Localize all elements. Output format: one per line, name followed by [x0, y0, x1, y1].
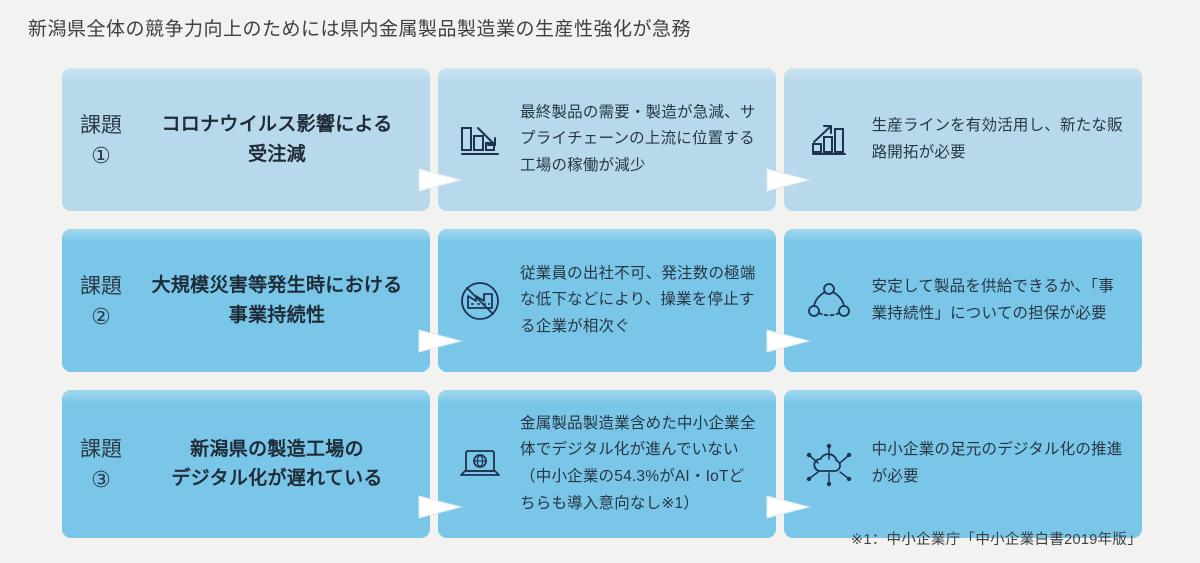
bar-chart-down-icon	[454, 114, 506, 166]
issue-detail-card-1[interactable]: 最終製品の需要・製造が急減、サプライチェーンの上流に位置する工場の稼働が減少	[438, 68, 776, 211]
issue-label-kanji: 課題	[80, 438, 122, 461]
issue-headline-card-2[interactable]: 課題 ② 大規模災害等発生時における 事業持続性	[62, 229, 431, 372]
bar-chart-up-icon	[800, 114, 858, 166]
issue-label-2: 課題 ②	[62, 274, 140, 328]
laptop-globe-icon	[454, 438, 506, 490]
issue-detail-text-1: 最終製品の需要・製造が急減、サプライチェーンの上流に位置する工場の稼働が減少	[520, 103, 756, 174]
page-title: 新潟県全体の競争力向上のためには県内金属製品製造業の生産性強化が急務	[28, 19, 692, 40]
issue-label-kanji: 課題	[80, 113, 122, 137]
issue-row-1: 課題 ① コロナウイルス影響による 受注減 最終製品の需要・製造が急減、サプライ	[62, 68, 1143, 211]
issue-label-number: ①	[91, 142, 111, 168]
issue-action-text-3: 中小企業の足元のデジタル化の推進が必要	[871, 441, 1123, 485]
issue-row-2: 課題 ② 大規模災害等発生時における 事業持続性 従業員の出社不可、発注数の極端…	[62, 229, 1143, 372]
issues-grid: 課題 ① コロナウイルス影響による 受注減 最終製品の需要・製造が急減、サプライ	[62, 68, 1143, 538]
footnote: ※1：中小企業庁「中小企業白書2019年版」	[850, 532, 1142, 548]
issue-detail-text-2: 従業員の出社不可、発注数の極端な低下などにより、操業を停止する企業が相次ぐ	[520, 264, 756, 335]
factory-prohibited-icon	[454, 275, 506, 327]
issue-headline-2: 大規模災害等発生時における 事業持続性	[140, 271, 430, 330]
issue-headline-line-1: コロナウイルス影響による	[161, 114, 393, 136]
issue-detail-card-3[interactable]: 金属製品製造業含めた中小企業全体でデジタル化が進んでいない（中小企業の54.3%…	[438, 390, 776, 538]
issue-label-number: ②	[91, 303, 111, 329]
issue-label-kanji: 課題	[80, 274, 122, 298]
issue-headline-card-1[interactable]: 課題 ① コロナウイルス影響による 受注減	[62, 68, 431, 211]
issue-headline-line-2: デジタル化が遅れている	[171, 468, 383, 489]
issue-row-3: 課題 ③ 新潟県の製造工場の デジタル化が遅れている 金属製品製造業含めた中小企…	[62, 390, 1143, 538]
issue-headline-card-3[interactable]: 課題 ③ 新潟県の製造工場の デジタル化が遅れている	[62, 390, 431, 538]
issue-detail-card-2[interactable]: 従業員の出社不可、発注数の極端な低下などにより、操業を停止する企業が相次ぐ	[438, 229, 776, 372]
cloud-iot-icon	[800, 438, 858, 490]
issue-label-3: 課題 ③	[62, 437, 140, 491]
issue-action-card-2[interactable]: 安定して製品を供給できるか、「事業持続性」についての担保が必要	[783, 229, 1143, 372]
issue-headline-3: 新潟県の製造工場の デジタル化が遅れている	[140, 435, 430, 494]
issue-action-text-2: 安定して製品を供給できるか、「事業持続性」についての担保が必要	[871, 277, 1114, 322]
issue-headline-line-1: 新潟県の製造工場の	[190, 438, 364, 460]
issue-action-card-1[interactable]: 生産ラインを有効活用し、新たな販路開拓が必要	[783, 68, 1143, 211]
issue-headline-line-1: 大規模災害等発生時における	[151, 275, 403, 297]
issue-action-card-3[interactable]: 中小企業の足元のデジタル化の推進が必要	[783, 390, 1143, 538]
issue-label-1: 課題 ①	[62, 113, 140, 167]
issue-headline-line-2: 事業持続性	[228, 304, 326, 326]
issue-detail-text-3: 金属製品製造業含めた中小企業全体でデジタル化が進んでいない（中小企業の54.3%…	[520, 414, 756, 512]
issue-action-text-1: 生産ラインを有効活用し、新たな販路開拓が必要	[871, 116, 1123, 161]
issue-headline-1: コロナウイルス影響による 受注減	[140, 110, 430, 169]
issue-label-number: ③	[91, 467, 111, 492]
issue-headline-line-2: 受注減	[248, 143, 306, 165]
network-share-icon	[800, 275, 858, 327]
